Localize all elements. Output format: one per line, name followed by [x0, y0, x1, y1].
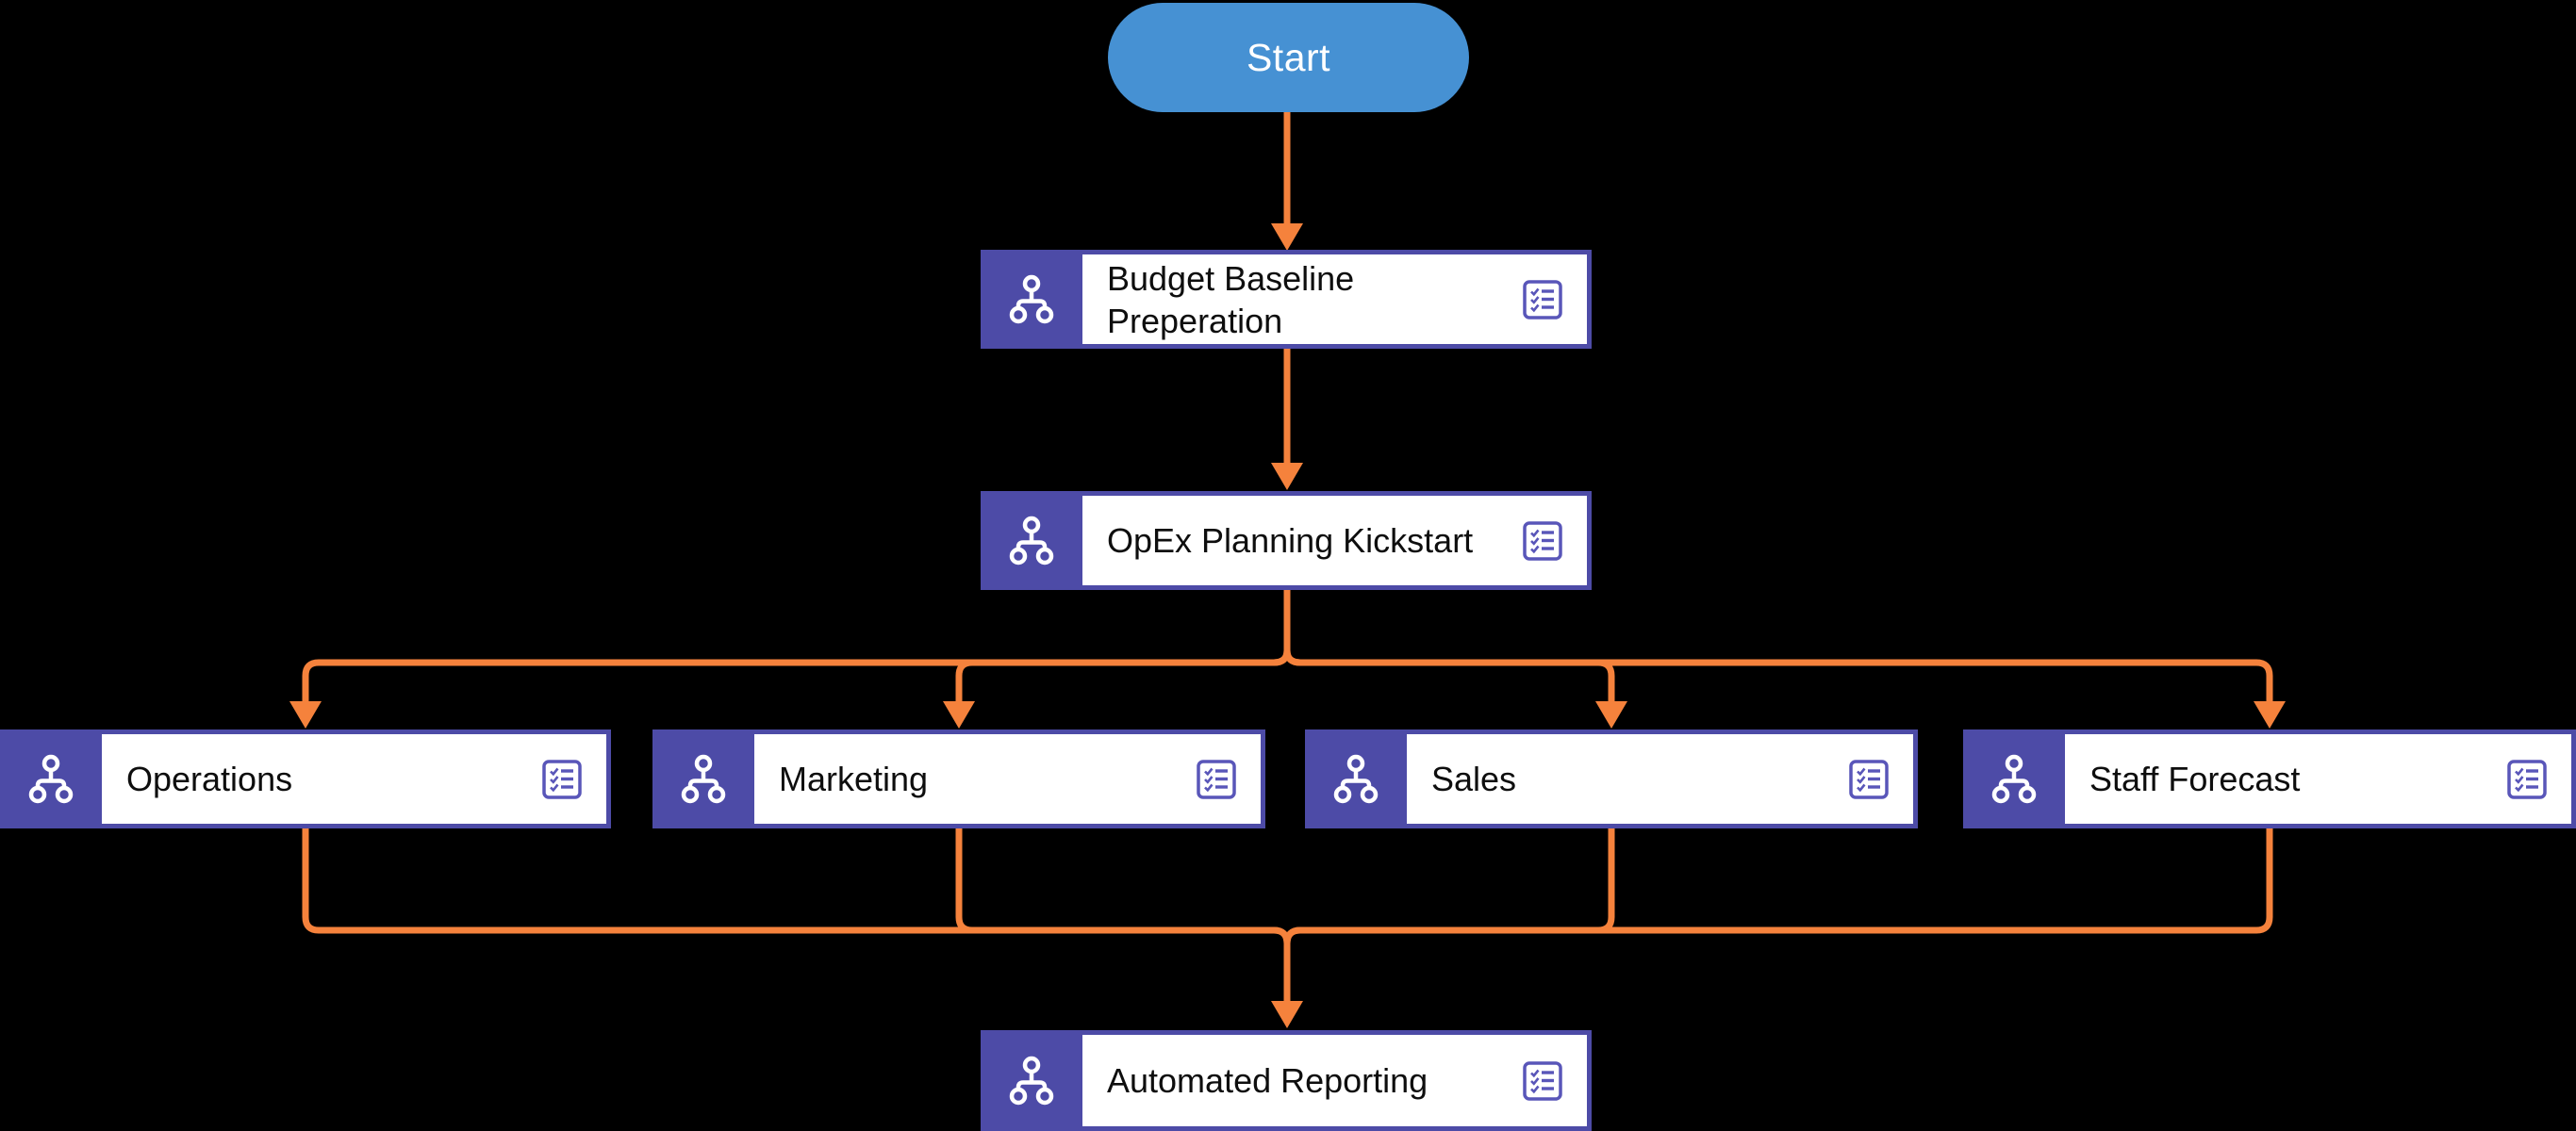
- task-node-body: Marketing: [754, 734, 1261, 824]
- task-node-sales[interactable]: Sales: [1305, 729, 1918, 828]
- arrowhead: [1595, 701, 1627, 729]
- task-node-body: Operations: [102, 734, 606, 824]
- checklist-icon[interactable]: [1196, 759, 1237, 800]
- task-node-opex-kickstart[interactable]: OpEx Planning Kickstart: [981, 491, 1592, 590]
- task-node-label: OpEx Planning Kickstart: [1107, 521, 1474, 560]
- task-node-label: Marketing: [779, 760, 929, 798]
- task-node-staff-forecast[interactable]: Staff Forecast: [1963, 729, 2576, 828]
- hierarchy-icon: [1963, 729, 2065, 828]
- connector-operations-to-reporting: [302, 828, 1291, 1002]
- task-node-body: Budget Baseline Preperation: [1082, 254, 1587, 344]
- connector-start-to-budget: [1271, 112, 1303, 251]
- task-node-body: OpEx Planning Kickstart: [1082, 496, 1587, 585]
- hierarchy-icon: [981, 250, 1082, 349]
- arrowhead: [1271, 223, 1303, 251]
- checklist-icon[interactable]: [1522, 279, 1563, 320]
- start-node-label: Start: [1246, 35, 1331, 79]
- task-node-label: Automated Reporting: [1107, 1061, 1428, 1100]
- hierarchy-icon: [981, 491, 1082, 590]
- arrowhead: [2254, 701, 2286, 729]
- task-node-budget-baseline[interactable]: Budget Baseline Preperation: [981, 250, 1592, 349]
- checklist-icon[interactable]: [541, 759, 583, 800]
- task-node-body: Staff Forecast: [2065, 734, 2571, 824]
- task-node-label: Staff Forecast: [2089, 760, 2301, 798]
- hierarchy-icon: [981, 1030, 1082, 1131]
- hierarchy-icon: [0, 729, 102, 828]
- task-node-body: Automated Reporting: [1082, 1035, 1587, 1126]
- arrowhead: [943, 701, 975, 729]
- task-node-marketing[interactable]: Marketing: [652, 729, 1265, 828]
- arrowhead: [1271, 1001, 1303, 1028]
- arrowhead: [1271, 463, 1303, 490]
- hierarchy-icon: [652, 729, 754, 828]
- task-node-label: Operations: [126, 760, 293, 798]
- connector-sales-to-reporting: [1283, 828, 1615, 1002]
- task-node-automated-reporting[interactable]: Automated Reporting: [981, 1030, 1592, 1131]
- checklist-icon[interactable]: [1522, 1060, 1563, 1102]
- task-node-label: Sales: [1431, 760, 1517, 798]
- task-node-operations[interactable]: Operations: [0, 729, 611, 828]
- task-node-body: Sales: [1407, 734, 1913, 824]
- connector-budget-to-opex: [1271, 349, 1303, 490]
- connector-opex-to-staff-forecast: [1283, 590, 2286, 729]
- task-node-label: Budget Baseline Preperation: [1107, 258, 1355, 340]
- checklist-icon[interactable]: [1848, 759, 1890, 800]
- hierarchy-icon: [1305, 729, 1407, 828]
- checklist-icon[interactable]: [1522, 520, 1563, 562]
- connector-marketing-to-reporting: [955, 828, 1291, 1002]
- checklist-icon[interactable]: [2506, 759, 2548, 800]
- start-node[interactable]: Start: [1108, 3, 1469, 112]
- connector-opex-to-marketing: [943, 590, 1291, 729]
- arrowhead: [289, 701, 322, 729]
- connector-staff-forecast-to-reporting: [1271, 828, 2273, 1028]
